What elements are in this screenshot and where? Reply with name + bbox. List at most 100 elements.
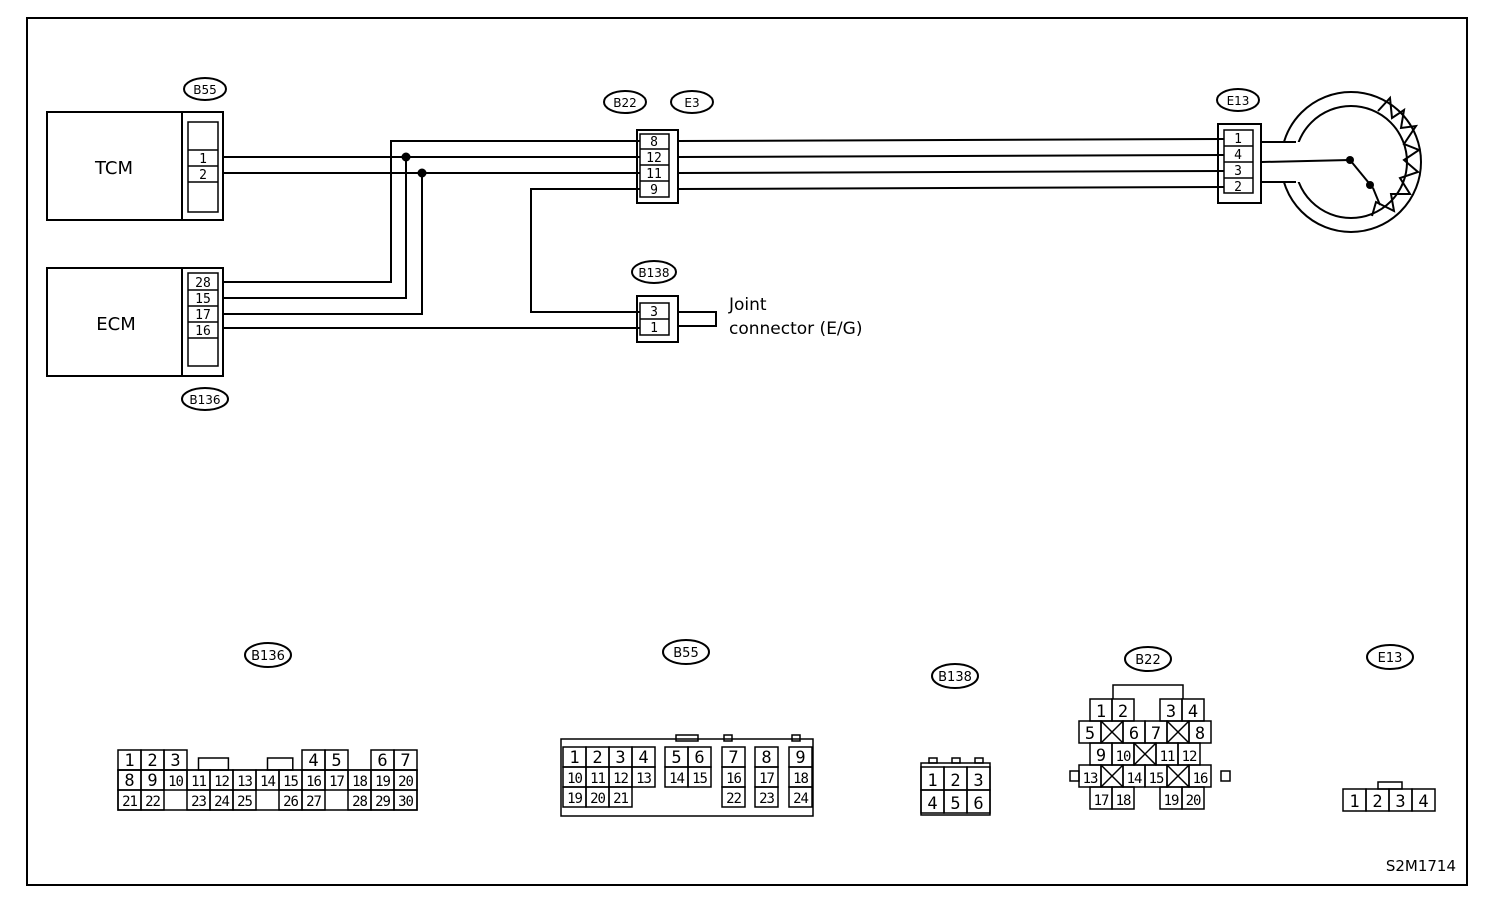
pin-number: 8 [1195,724,1205,744]
e13-pin: 2 [1234,180,1242,195]
b22-e3-connector: 8 12 11 9 [636,129,679,204]
ecm-pin: 15 [195,292,211,307]
b55-callout: B55 [183,77,227,101]
pin-number: 17 [329,774,344,790]
pin-number: 1 [124,751,134,771]
pin-number: 4 [1418,792,1428,812]
figure-code: S2M1714 [1386,857,1456,875]
pin-cell [631,766,656,788]
tcm-unit: TCM 1 2 [46,111,224,221]
pin-number: 24 [214,794,229,810]
pin-number: 3 [1395,792,1405,812]
face-callout: B138 [931,663,979,689]
pin-number: 14 [669,771,684,787]
wiring-harness [223,138,1225,329]
pin-number: 1 [1349,792,1359,812]
pin-number: 1 [1096,702,1106,722]
pin-number: 12 [613,771,628,787]
pin-number: 28 [352,794,367,810]
b22-pin: 12 [646,151,662,166]
pin-number: 6 [377,751,387,771]
pin-number: 18 [793,771,808,787]
pin-number: 3 [1166,702,1176,722]
pin-number: 13 [1083,771,1098,787]
pin-number: 3 [973,771,983,791]
pin-number: 15 [283,774,298,790]
pin-number: 11 [191,774,206,790]
pin-number: 22 [726,791,741,807]
face-callout-label: E13 [1378,651,1403,666]
pin-number: 2 [950,771,960,791]
pin-number: 9 [147,771,157,791]
pin-number: 13 [636,771,651,787]
ecm-pin: 16 [195,324,211,339]
pin-number: 4 [927,794,937,814]
pin-number: 8 [124,771,134,791]
pin-number: 1 [927,771,937,791]
pin-number: 4 [638,748,648,768]
pin-number: 16 [726,771,741,787]
ecm-pin: 28 [195,276,211,291]
pin-number: 19 [375,774,390,790]
face-callout: B22 [1124,646,1172,672]
pin-number: 19 [1164,793,1179,809]
face-callout-label: B22 [1135,653,1160,668]
tcm-label: TCM [94,158,133,179]
e3-callout: E3 [670,90,714,114]
e13-pin: 1 [1234,132,1242,147]
b22-pin: 9 [650,183,658,198]
pin-cell [966,789,991,814]
e13-pin: 3 [1234,164,1242,179]
pin-cell [1411,788,1436,812]
pin-number: 6 [694,748,704,768]
face-callout: B55 [662,639,710,665]
pin-number: 11 [1160,749,1175,765]
joint-connector-label-line2: connector (E/G) [729,319,862,339]
b22-callout-label: B22 [613,96,637,110]
sensor-symbol [1261,91,1422,233]
pin-number: 7 [728,748,738,768]
pin-number: 20 [590,791,605,807]
pin-number: 21 [122,794,137,810]
pin-number: 20 [1186,793,1201,809]
e13-callout-label: E13 [1227,94,1250,108]
pin-number: 12 [214,774,229,790]
pin-number: 5 [671,748,681,768]
pin-number: 23 [191,794,206,810]
pin-number: 29 [375,794,390,810]
face-callout: E13 [1366,644,1414,670]
pin-number: 17 [1094,793,1109,809]
pin-cell [721,786,746,808]
b22-pin: 11 [646,167,662,182]
pin-number: 24 [793,791,808,807]
pin-cell [788,786,813,808]
b22-pin: 8 [650,135,658,150]
pin-number: 30 [398,794,413,810]
pin-number: 14 [1127,771,1142,787]
pin-number: 10 [1116,749,1131,765]
b136-callout: B136 [181,387,229,411]
pin-cell [1181,786,1205,810]
pin-number: 10 [168,774,183,790]
tcm-pin: 2 [199,168,207,183]
pin-number: 15 [692,771,707,787]
pin-number: 2 [1372,792,1382,812]
pin-number: 7 [1151,724,1161,744]
pin-number: 23 [759,791,774,807]
pin-number: 9 [795,748,805,768]
pin-number: 15 [1149,771,1164,787]
pin-cell [608,786,633,808]
b138-pin: 1 [650,321,658,336]
pin-number: 9 [1096,746,1106,766]
pin-number: 4 [308,751,318,771]
b138-callout-label: B138 [638,266,669,280]
ecm-label: ECM [96,314,135,335]
b55-callout-label: B55 [193,83,217,97]
tcm-pin: 1 [199,152,207,167]
